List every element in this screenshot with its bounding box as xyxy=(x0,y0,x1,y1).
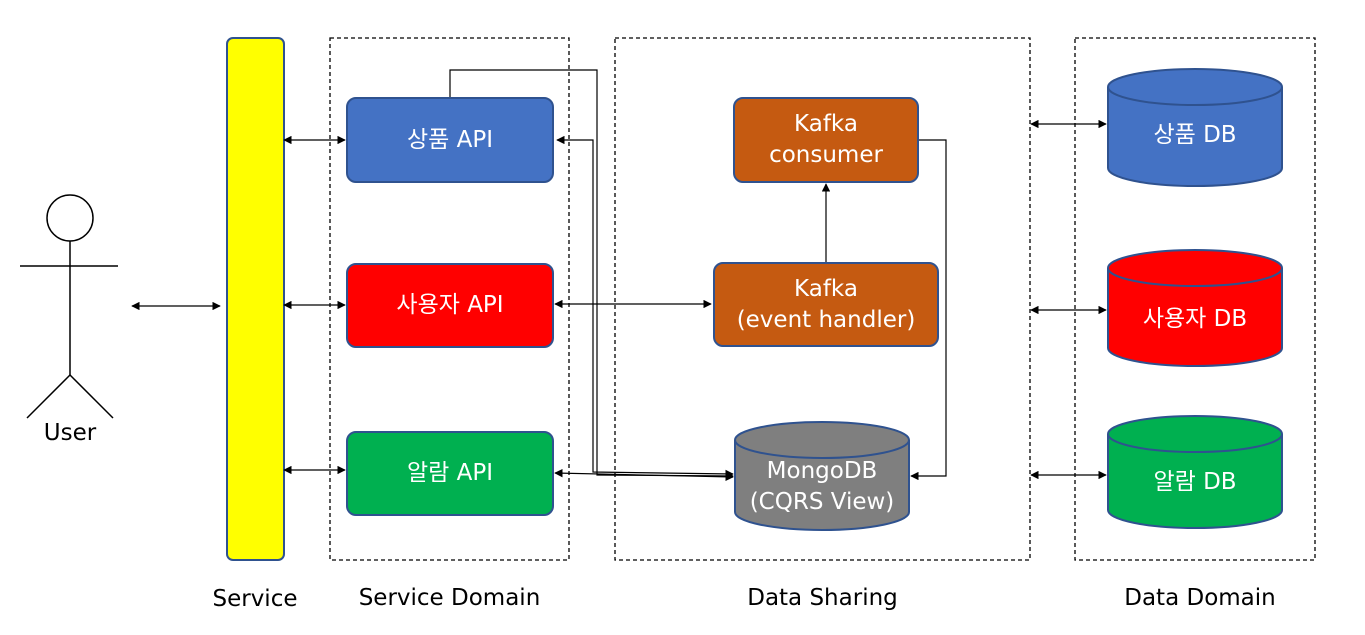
service-bar xyxy=(226,37,285,561)
user-actor-icon xyxy=(20,194,118,419)
kafka-consumer-box: Kafka consumer xyxy=(733,97,919,183)
product-api-box: 상품 API xyxy=(346,97,554,183)
data-domain-label: Data Domain xyxy=(1124,585,1276,611)
data-sharing-label: Data Sharing xyxy=(747,585,898,611)
product-api-mongodb-link xyxy=(556,135,734,479)
mongodb-cylinder-icon xyxy=(734,421,910,531)
alarm-db-cylinder-icon xyxy=(1107,415,1283,529)
kafka-handler-label: Kafka (event handler) xyxy=(736,275,916,333)
user-api-box: 사용자 API xyxy=(346,263,554,348)
alarm-api-box: 알람 API xyxy=(346,431,554,516)
product-db-cylinder-icon xyxy=(1107,68,1283,187)
user-label: User xyxy=(43,420,97,446)
product-api-label: 상품 API xyxy=(406,126,494,153)
user-db-cylinder-icon xyxy=(1107,249,1283,367)
kafka-handler-box: Kafka (event handler) xyxy=(713,262,939,347)
alarm-api-mongodb-arrow xyxy=(554,468,734,482)
user-api-label: 사용자 API xyxy=(396,292,504,318)
consumer-mongodb-link xyxy=(910,139,947,481)
data-domain-frame xyxy=(1074,37,1316,561)
kafka-consumer-label: Kafka consumer xyxy=(769,111,883,168)
alarm-api-label: 알람 API xyxy=(406,460,494,486)
service-domain-label: Service Domain xyxy=(358,585,541,611)
service-label: Service xyxy=(212,586,298,612)
